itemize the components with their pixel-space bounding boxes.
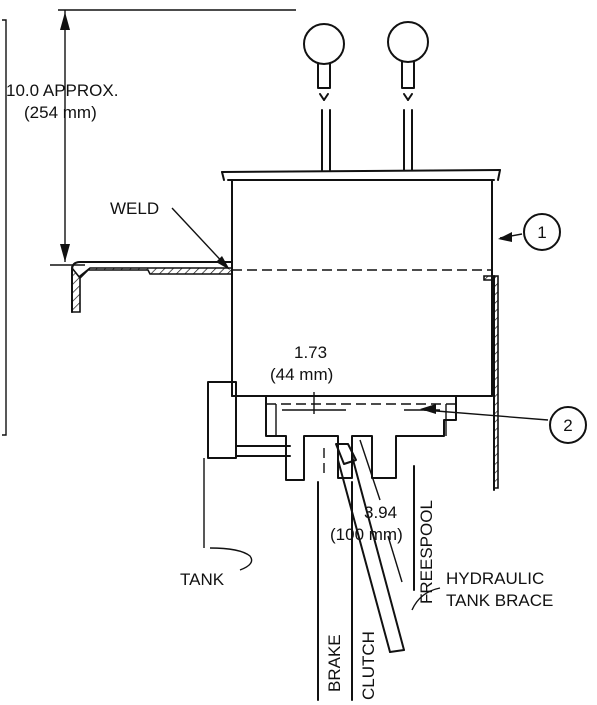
lever-dimension: [359, 439, 403, 583]
clutch-label: CLUTCH: [359, 631, 378, 700]
valve-housing: [221, 169, 501, 397]
hydraulic-label: HYDRAULIC: [446, 569, 544, 588]
lever-shafts: [319, 93, 413, 171]
callout-2-number: 2: [563, 416, 572, 435]
left-frame-bracket: [2, 19, 7, 436]
offset-dimension-in-label: 1.73: [294, 343, 327, 362]
brake-label: BRAKE: [325, 634, 344, 692]
callout-1-number: 1: [537, 223, 546, 242]
lever-dimension-mm-label: (100 mm): [330, 525, 403, 544]
height-dimension-in-label: 10.0 APPROX.: [6, 81, 118, 100]
callout-1: 1: [523, 213, 561, 251]
control-lever-knobs: [303, 21, 429, 89]
tank-label: TANK: [180, 570, 225, 589]
freespool-label: FREESPOOL: [417, 500, 436, 604]
callout-2: 2: [549, 406, 587, 444]
tank-leader: [209, 547, 253, 571]
tank-brace-label: TANK BRACE: [446, 591, 553, 610]
weld-label: WELD: [110, 199, 159, 218]
weld-bracket: [71, 261, 499, 491]
tank-wall: [203, 381, 291, 548]
callout-leaders: [171, 207, 549, 421]
height-dimension-mm-label: (254 mm): [24, 103, 97, 122]
offset-dimension-mm-label: (44 mm): [270, 365, 333, 384]
brace-leader: [411, 587, 441, 611]
control-rods: [317, 443, 415, 701]
lever-dimension-in-label: 3.94: [364, 503, 397, 522]
height-dimension: [50, 9, 296, 266]
